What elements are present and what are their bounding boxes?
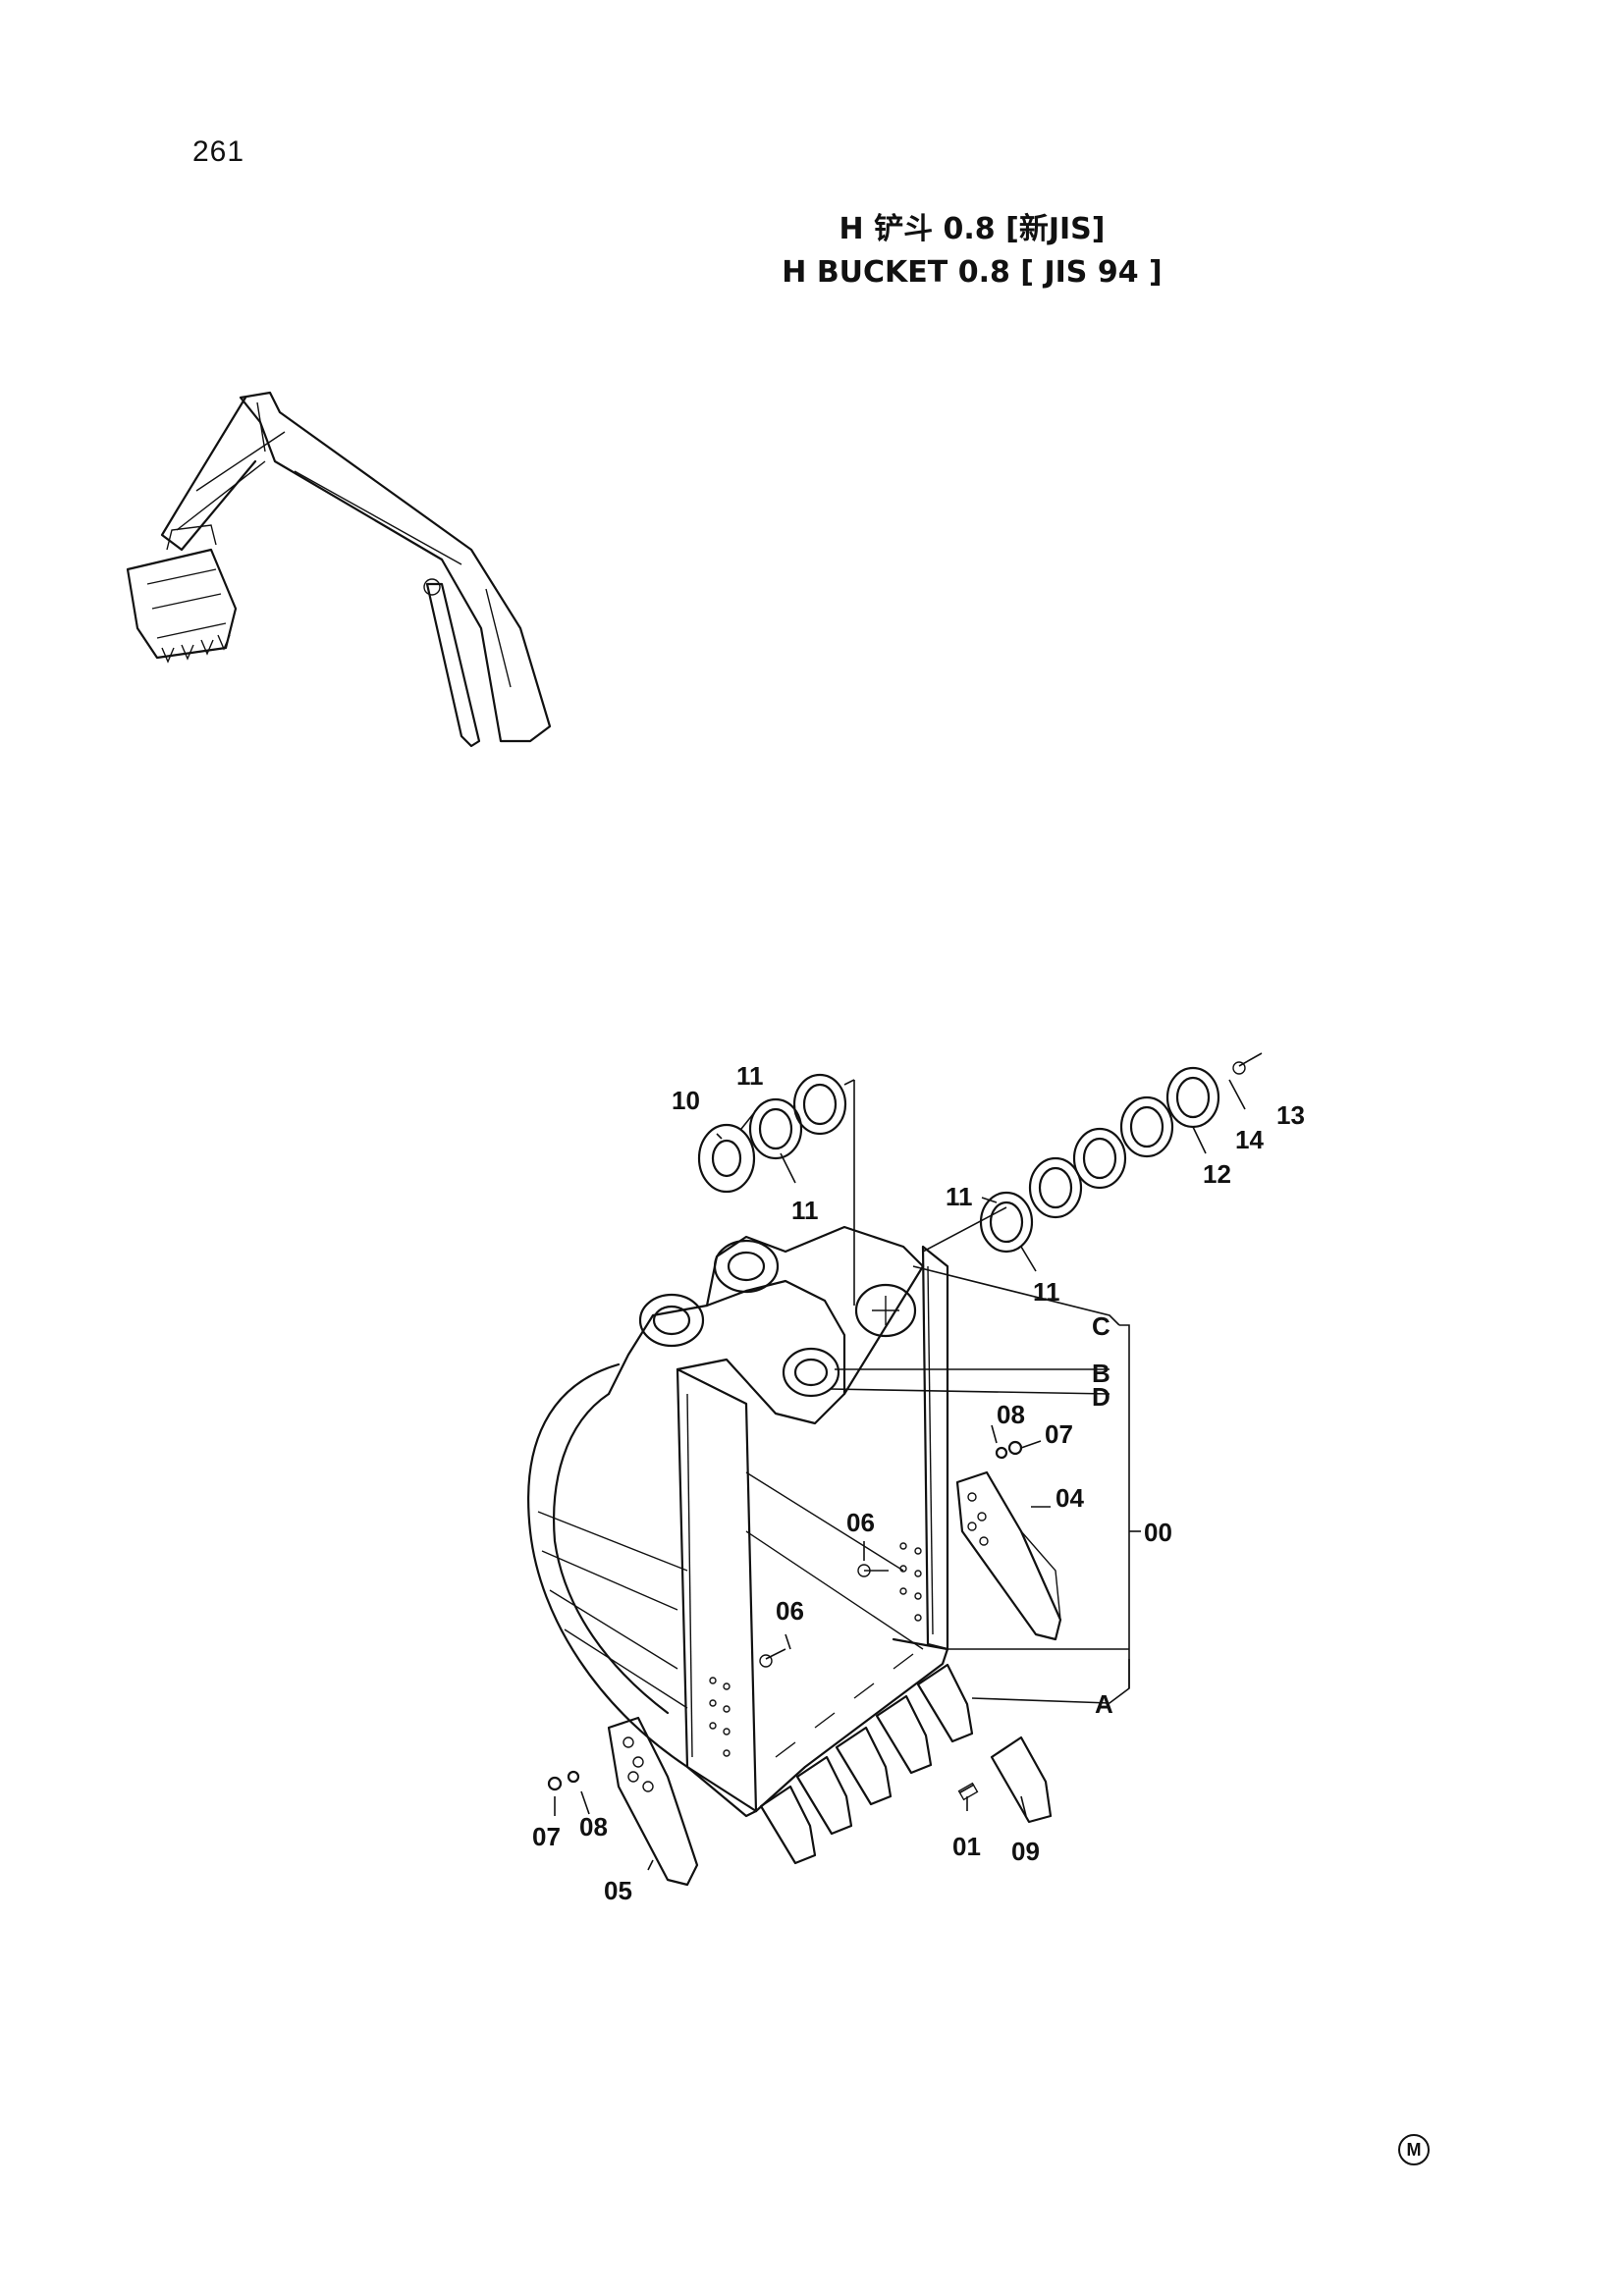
title-chinese: H 铲斗 0.8 [新JIS] bbox=[839, 212, 1106, 246]
callout-01: 01 bbox=[952, 1832, 981, 1861]
shims-left bbox=[697, 1073, 847, 1194]
page-number: 261 bbox=[192, 135, 245, 168]
callout-08-left: 08 bbox=[579, 1812, 608, 1842]
side-cutter-04 bbox=[955, 1470, 1062, 1641]
callout-11-right-upper: 11 bbox=[946, 1182, 973, 1211]
reference-c: C bbox=[1092, 1311, 1110, 1341]
callout-09: 09 bbox=[1011, 1837, 1040, 1866]
side-cutter-05 bbox=[607, 1716, 699, 1887]
callout-11-left-lower: 11 bbox=[791, 1196, 819, 1225]
callout-14: 14 bbox=[1235, 1125, 1264, 1154]
callout-11-top: 11 bbox=[736, 1061, 764, 1091]
callout-07-right: 07 bbox=[1045, 1419, 1073, 1449]
bucket-teeth-row bbox=[759, 1653, 974, 1865]
side-cutter-holes-left bbox=[709, 1677, 731, 1757]
callout-11-right-lower: 11 bbox=[1033, 1277, 1060, 1307]
callout-00: 00 bbox=[1144, 1518, 1172, 1547]
callout-12: 12 bbox=[1203, 1159, 1231, 1189]
callout-05: 05 bbox=[604, 1876, 632, 1905]
page-title: H 铲斗 0.8 [新JIS] H BUCKET 0.8 [ JIS 94 ] bbox=[628, 208, 1316, 294]
leader-lines bbox=[554, 1079, 1246, 1871]
excavator-arm-sketch bbox=[126, 391, 552, 748]
bucket-tooth-09 bbox=[957, 1735, 1053, 1824]
reference-d: D bbox=[1092, 1382, 1110, 1412]
callout-10: 10 bbox=[672, 1086, 700, 1115]
callout-07-left: 07 bbox=[532, 1822, 561, 1851]
callout-13: 13 bbox=[1276, 1100, 1305, 1130]
callout-08-right: 08 bbox=[997, 1400, 1025, 1429]
reference-a: A bbox=[1095, 1689, 1113, 1719]
side-cutter-holes-right bbox=[899, 1542, 922, 1622]
bolt-06-left bbox=[765, 1648, 786, 1660]
shims-right bbox=[979, 1066, 1220, 1254]
callout-06-right: 06 bbox=[846, 1508, 875, 1537]
callout-04: 04 bbox=[1056, 1483, 1084, 1513]
reference-b: B bbox=[1092, 1359, 1110, 1388]
callout-06-left: 06 bbox=[776, 1596, 804, 1626]
title-english: H BUCKET 0.8 [ JIS 94 ] bbox=[782, 255, 1163, 290]
publisher-mark: M bbox=[1398, 2134, 1430, 2165]
